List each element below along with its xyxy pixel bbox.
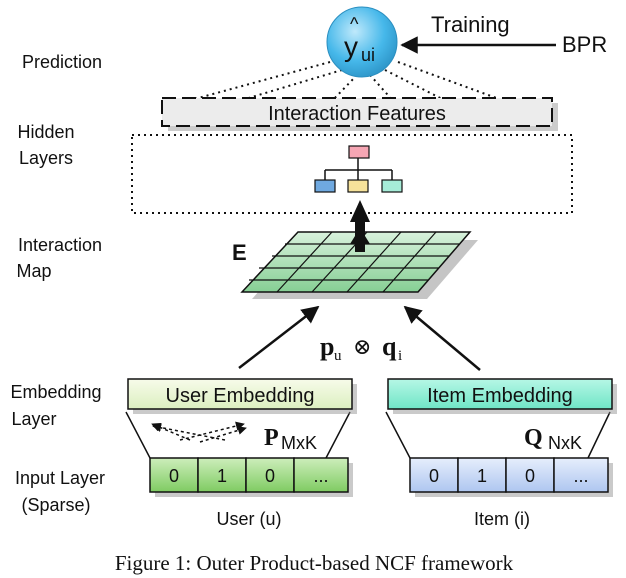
item-input-value: 0	[525, 466, 535, 486]
label-interaction-line1: Interaction	[18, 235, 102, 255]
user-input-value: 0	[265, 466, 275, 486]
item-input-cell	[553, 457, 609, 493]
user-embed-arrow-4	[199, 426, 247, 443]
user-embedding-box	[127, 378, 353, 410]
user-matrix-symbol: P	[264, 425, 279, 451]
user-matrix-dims: MxK	[281, 433, 317, 453]
label-prediction: Prediction	[22, 52, 102, 72]
user-input-value: 1	[217, 466, 227, 486]
item-embedding-box	[387, 378, 613, 410]
prediction-subscript: ui	[361, 45, 375, 65]
interaction-features-label: Interaction Features	[268, 103, 446, 125]
item-funnel-left	[385, 411, 411, 459]
user-funnel-right	[325, 411, 351, 459]
item-funnel-right	[587, 411, 611, 459]
item-input-value: 1	[477, 466, 487, 486]
prediction-symbol: y	[344, 31, 358, 62]
interaction-map: E	[232, 231, 478, 299]
item-input-cell	[457, 457, 507, 493]
user-funnel-left	[125, 411, 151, 459]
item-input-value: ...	[573, 466, 588, 486]
item-input-cell	[409, 457, 459, 493]
outer-product-p-sub: u	[334, 348, 342, 364]
training-label: Training	[431, 12, 510, 37]
hidden-layers-box	[131, 134, 573, 214]
label-embedding-line1: Embedding	[10, 382, 101, 402]
user-input-value: 0	[169, 466, 179, 486]
item-input-cell	[505, 457, 555, 493]
outer-product-operator: ⊗	[353, 334, 371, 359]
user-input-value: ...	[313, 466, 328, 486]
item-caption: Item (i)	[474, 509, 530, 529]
label-hidden-line2: Layers	[19, 148, 73, 168]
label-input-line2: (Sparse)	[21, 495, 90, 515]
item-to-map-arrow	[403, 305, 481, 371]
outer-product-p: p	[320, 332, 334, 361]
user-embed-arrow-3	[179, 421, 245, 441]
outer-product-label: p u ⊗ q i	[320, 332, 402, 364]
user-embedding-column: User Embedding P MxK 0 1 0 ... User (u)	[125, 378, 357, 529]
interaction-features-bar: Interaction Features	[161, 97, 558, 131]
user-caption: User (u)	[216, 509, 281, 529]
user-embed-arrow-1	[151, 422, 191, 441]
outer-product-q: q	[382, 332, 397, 361]
user-input-cell	[245, 457, 295, 493]
label-interaction-line2: Map	[16, 261, 51, 281]
label-embedding-line2: Layer	[11, 409, 56, 429]
label-hidden-line1: Hidden	[17, 122, 74, 142]
interaction-map-symbol: E	[232, 240, 247, 265]
item-input-vector: 0 1 0 ...	[409, 457, 609, 493]
item-embedding-label: Item Embedding	[427, 385, 573, 407]
item-matrix-dims: NxK	[548, 433, 582, 453]
map-to-hidden-arrow	[350, 200, 370, 252]
label-input-line1: Input Layer	[15, 468, 105, 488]
user-input-cell	[293, 457, 349, 493]
user-to-map-arrow	[238, 305, 320, 369]
bpr-label: BPR	[562, 32, 607, 57]
prediction-hat: ^	[350, 14, 359, 34]
network-hierarchy-icon	[314, 145, 403, 193]
user-input-cell	[197, 457, 247, 493]
item-matrix-symbol: Q	[524, 425, 543, 451]
user-input-vector: 0 1 0 ...	[149, 457, 349, 493]
outer-product-q-sub: i	[398, 348, 402, 364]
item-input-value: 0	[429, 466, 439, 486]
prediction-node: ^ y ui	[326, 6, 398, 78]
user-input-cell	[149, 457, 199, 493]
user-embedding-label: User Embedding	[166, 385, 315, 407]
item-embedding-column: Item Embedding Q NxK 0 1 0 ... Item (i)	[385, 378, 617, 529]
figure-caption: Figure 1: Outer Product-based NCF framew…	[115, 551, 514, 575]
